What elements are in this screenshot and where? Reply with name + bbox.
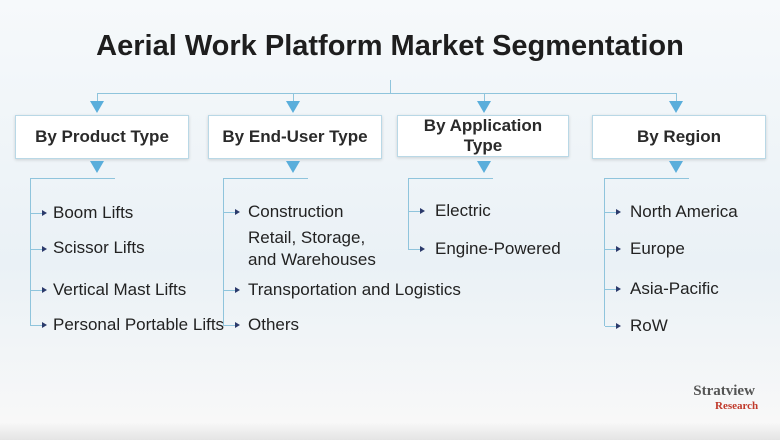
list-item: North America bbox=[630, 202, 738, 221]
bullet-arrow-icon bbox=[31, 210, 47, 216]
bullet-arrow-icon bbox=[224, 287, 240, 293]
bracket bbox=[30, 178, 31, 326]
bullet-arrow-icon bbox=[605, 323, 621, 329]
list-item: Europe bbox=[630, 239, 685, 258]
bullet-arrow-icon bbox=[605, 209, 621, 215]
bullet-arrow-icon bbox=[409, 246, 425, 252]
bullet-arrow-icon bbox=[224, 322, 240, 328]
down-arrow-icon bbox=[669, 161, 683, 173]
down-arrow-icon bbox=[286, 161, 300, 173]
logo-name: Stratview bbox=[693, 383, 755, 399]
down-arrow-icon bbox=[669, 101, 683, 113]
bullet-arrow-icon bbox=[224, 209, 240, 215]
list-item: Scissor Lifts bbox=[53, 238, 145, 257]
list-item: Construction bbox=[248, 202, 344, 221]
list-item: Electric bbox=[435, 201, 491, 220]
segment-box-region: By Region bbox=[592, 115, 766, 159]
connector bbox=[293, 93, 294, 101]
down-arrow-icon bbox=[477, 161, 491, 173]
segment-box-end-user-type: By End-User Type bbox=[208, 115, 382, 159]
bracket bbox=[223, 178, 308, 179]
bullet-arrow-icon bbox=[31, 322, 47, 328]
list-item: Retail, Storage, and Warehouses bbox=[248, 228, 376, 269]
down-arrow-icon bbox=[90, 101, 104, 113]
bullet-arrow-icon bbox=[605, 286, 621, 292]
connector bbox=[97, 93, 98, 101]
bracket bbox=[30, 178, 115, 179]
list-item: Transportation and Logistics bbox=[248, 280, 461, 299]
connector bbox=[484, 93, 485, 101]
bullet-arrow-icon bbox=[605, 246, 621, 252]
segment-box-application-type: By Application Type bbox=[397, 115, 569, 157]
list-item: Personal Portable Lifts bbox=[53, 315, 225, 334]
logo-sub: Research bbox=[715, 400, 759, 412]
down-arrow-icon bbox=[477, 101, 491, 113]
list-item: Boom Lifts bbox=[53, 203, 134, 222]
list-item: RoW bbox=[630, 316, 668, 335]
segment-box-product-type: By Product Type bbox=[15, 115, 189, 159]
bracket bbox=[408, 178, 493, 179]
diagram-title: Aerial Work Platform Market Segmentation bbox=[96, 30, 684, 62]
bullet-arrow-icon bbox=[31, 246, 47, 252]
connector bbox=[97, 93, 677, 94]
bracket bbox=[408, 178, 409, 250]
bullet-arrow-icon bbox=[31, 287, 47, 293]
list-item: Others bbox=[248, 315, 300, 334]
down-arrow-icon bbox=[286, 101, 300, 113]
bracket bbox=[223, 178, 224, 326]
bracket bbox=[604, 178, 689, 179]
bracket bbox=[604, 178, 605, 326]
list-item: Engine-Powered bbox=[435, 239, 561, 258]
down-arrow-icon bbox=[90, 161, 104, 173]
stratview-logo: Stratview Research bbox=[690, 383, 758, 412]
list-item: Asia-Pacific bbox=[630, 279, 719, 298]
bullet-arrow-icon bbox=[409, 208, 425, 214]
connector bbox=[390, 80, 391, 93]
connector bbox=[676, 93, 677, 101]
list-item: Vertical Mast Lifts bbox=[53, 280, 187, 299]
